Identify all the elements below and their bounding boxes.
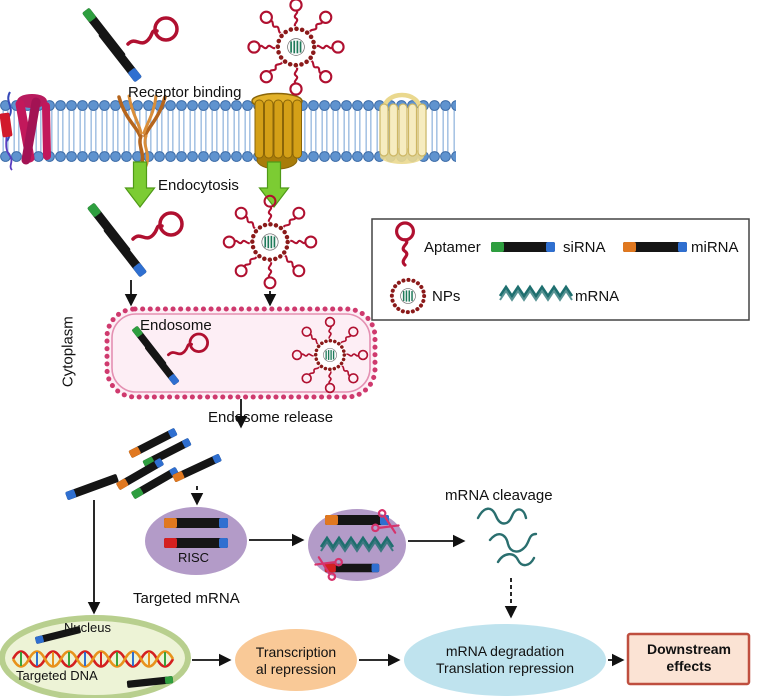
aptamer-nanoparticle-top — [248, 0, 343, 95]
legend-label-nps: NPs — [432, 288, 461, 305]
risc-complex — [145, 507, 247, 575]
downstream-line1: Downstream — [646, 641, 732, 657]
legend-label-mrna: mRNA — [575, 288, 620, 305]
mirna-single-strand — [64, 473, 120, 501]
transcription-repression-node — [235, 629, 357, 691]
flow-arrows — [87, 280, 625, 667]
membrane-protein-complex — [0, 91, 51, 171]
legend-mirna-icon — [623, 242, 687, 252]
endocytosis-arrow-right — [258, 161, 290, 208]
endocytosis-arrow-left — [124, 161, 156, 208]
mrna-degradation-line2: Translation repression — [436, 660, 574, 676]
legend-nps-icon — [389, 277, 426, 314]
label-endocytosis: Endocytosis — [158, 177, 239, 194]
legend-box — [371, 218, 750, 321]
legend-label-sirna: siRNA — [563, 239, 606, 256]
mrna-cleavage-fragments — [476, 507, 538, 567]
nucleus-region — [0, 615, 191, 698]
aptamer-nanoparticle-cytoplasm — [224, 196, 316, 288]
label-endosome: Endosome — [140, 317, 212, 334]
downstream-effects-label: Downstream effects — [629, 641, 749, 675]
label-cytoplasm: Cytoplasm — [59, 316, 77, 388]
aptamer-sirna-conjugate-top — [80, 5, 179, 85]
legend-label-aptamer: Aptamer — [424, 239, 481, 256]
label-receptor-binding: Receptor binding — [128, 84, 242, 101]
dna-helix — [11, 650, 175, 668]
legend-label-mirna: miRNA — [691, 239, 739, 256]
label-targeted-dna: Targeted DNA — [16, 668, 98, 683]
released-sirna-duplexes — [115, 427, 222, 500]
mrna-cleavage-complex — [308, 508, 406, 582]
label-mrna-cleavage: mRNA cleavage — [445, 487, 553, 504]
transcription-line1: Transcription — [255, 644, 337, 660]
downstream-line2: effects — [666, 658, 712, 674]
legend-sirna-icon — [491, 242, 555, 252]
ion-channel-yellow — [379, 92, 427, 164]
mrna-degradation-label: mRNA degradation Translation repression — [406, 643, 604, 677]
downstream-effects-box — [626, 632, 751, 686]
label-endosome-release: Endosome release — [208, 409, 334, 426]
mrna-degradation-node — [404, 624, 606, 696]
label-risc: RISC — [178, 550, 210, 565]
transcription-line2: al repression — [255, 661, 337, 677]
label-nucleus: Nucleus — [64, 620, 111, 635]
mrna-degradation-line1: mRNA degradation — [445, 643, 565, 659]
aptamer-sirna-conjugate-cytoplasm — [85, 200, 184, 280]
transcription-repression-label: Transcription al repression — [236, 644, 356, 678]
label-targeted-mrna: Targeted mRNA — [133, 590, 240, 607]
ion-channel-gold — [251, 92, 303, 170]
aptamer-nanoparticle-endosome — [293, 318, 368, 393]
